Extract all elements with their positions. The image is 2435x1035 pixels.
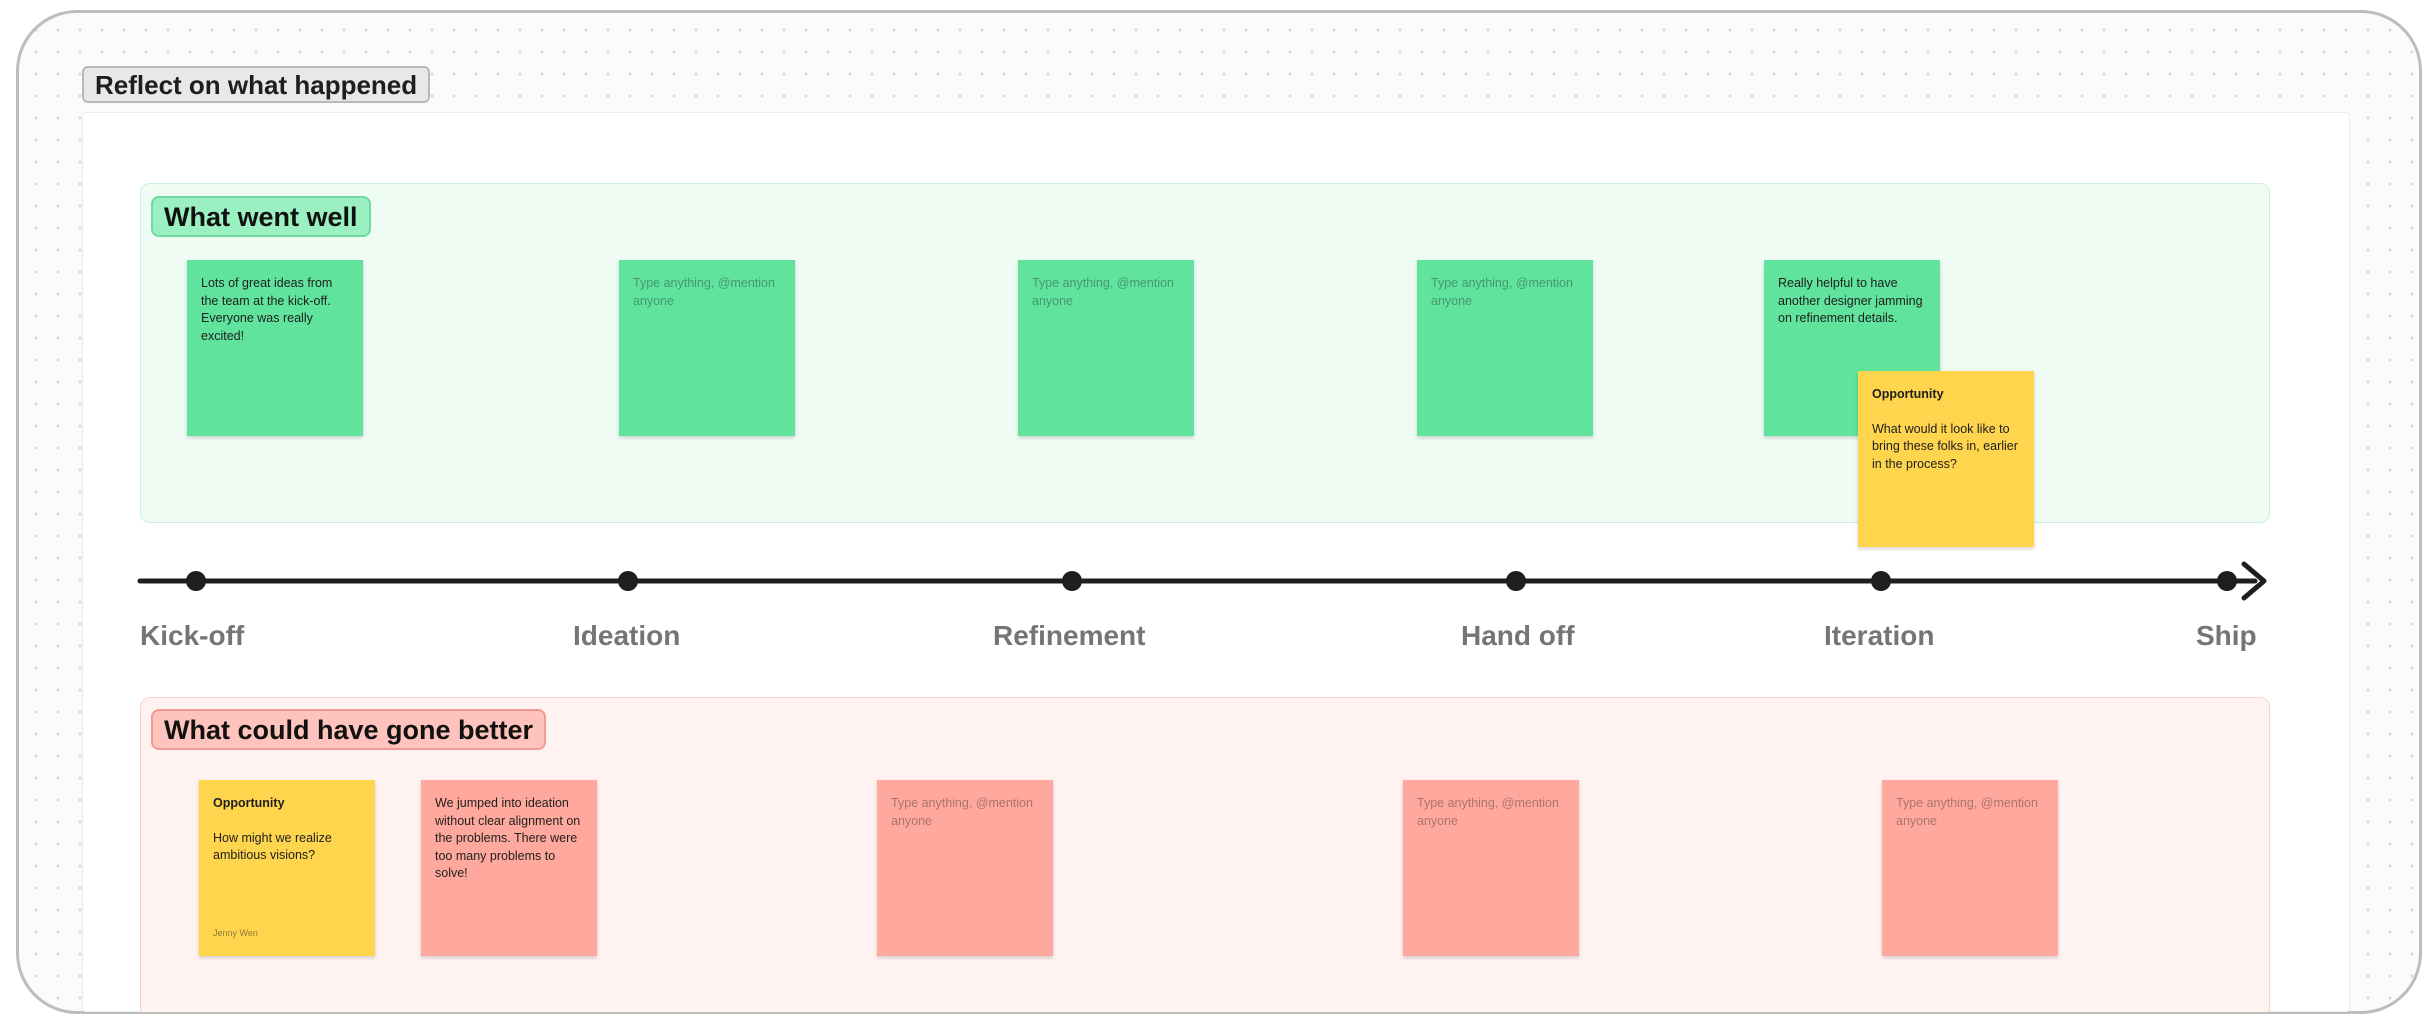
timeline-dot bbox=[186, 571, 206, 591]
stage-label-iteration: Iteration bbox=[1824, 620, 1935, 651]
sticky-author: Jenny Wen bbox=[213, 927, 258, 938]
stage-label-refinement: Refinement bbox=[993, 620, 1146, 651]
sticky-placeholder: Type anything, @mention anyone bbox=[1896, 796, 2038, 828]
stage-label-kickoff: Kick-off bbox=[140, 620, 245, 651]
stage-label-handoff: Hand off bbox=[1461, 620, 1575, 651]
sticky-text: We jumped into ideation without clear al… bbox=[435, 796, 581, 880]
timeline-dot bbox=[618, 571, 638, 591]
sticky-note[interactable]: Type anything, @mention anyone bbox=[1403, 780, 1579, 956]
sticky-note[interactable]: We jumped into ideation without clear al… bbox=[421, 780, 597, 956]
timeline-dot bbox=[1506, 571, 1526, 591]
sticky-placeholder: Type anything, @mention anyone bbox=[1417, 796, 1559, 828]
sticky-note[interactable]: Type anything, @mention anyone bbox=[1882, 780, 2058, 956]
could-be-better-label[interactable]: What could have gone better bbox=[151, 709, 547, 750]
timeline-dot bbox=[1871, 571, 1891, 591]
opportunity-sticky[interactable]: Opportunity How might we realize ambitio… bbox=[199, 780, 375, 956]
timeline-dot bbox=[2217, 571, 2237, 591]
timeline-dot bbox=[1062, 571, 1082, 591]
opportunity-text: How might we realize ambitious visions? bbox=[213, 830, 332, 863]
stage-label-ideation: Ideation bbox=[573, 620, 681, 651]
opportunity-title: Opportunity bbox=[213, 796, 285, 810]
sticky-placeholder: Type anything, @mention anyone bbox=[891, 796, 1033, 828]
sticky-note[interactable]: Type anything, @mention anyone bbox=[877, 780, 1053, 956]
stage-label-ship: Ship bbox=[2196, 620, 2257, 651]
